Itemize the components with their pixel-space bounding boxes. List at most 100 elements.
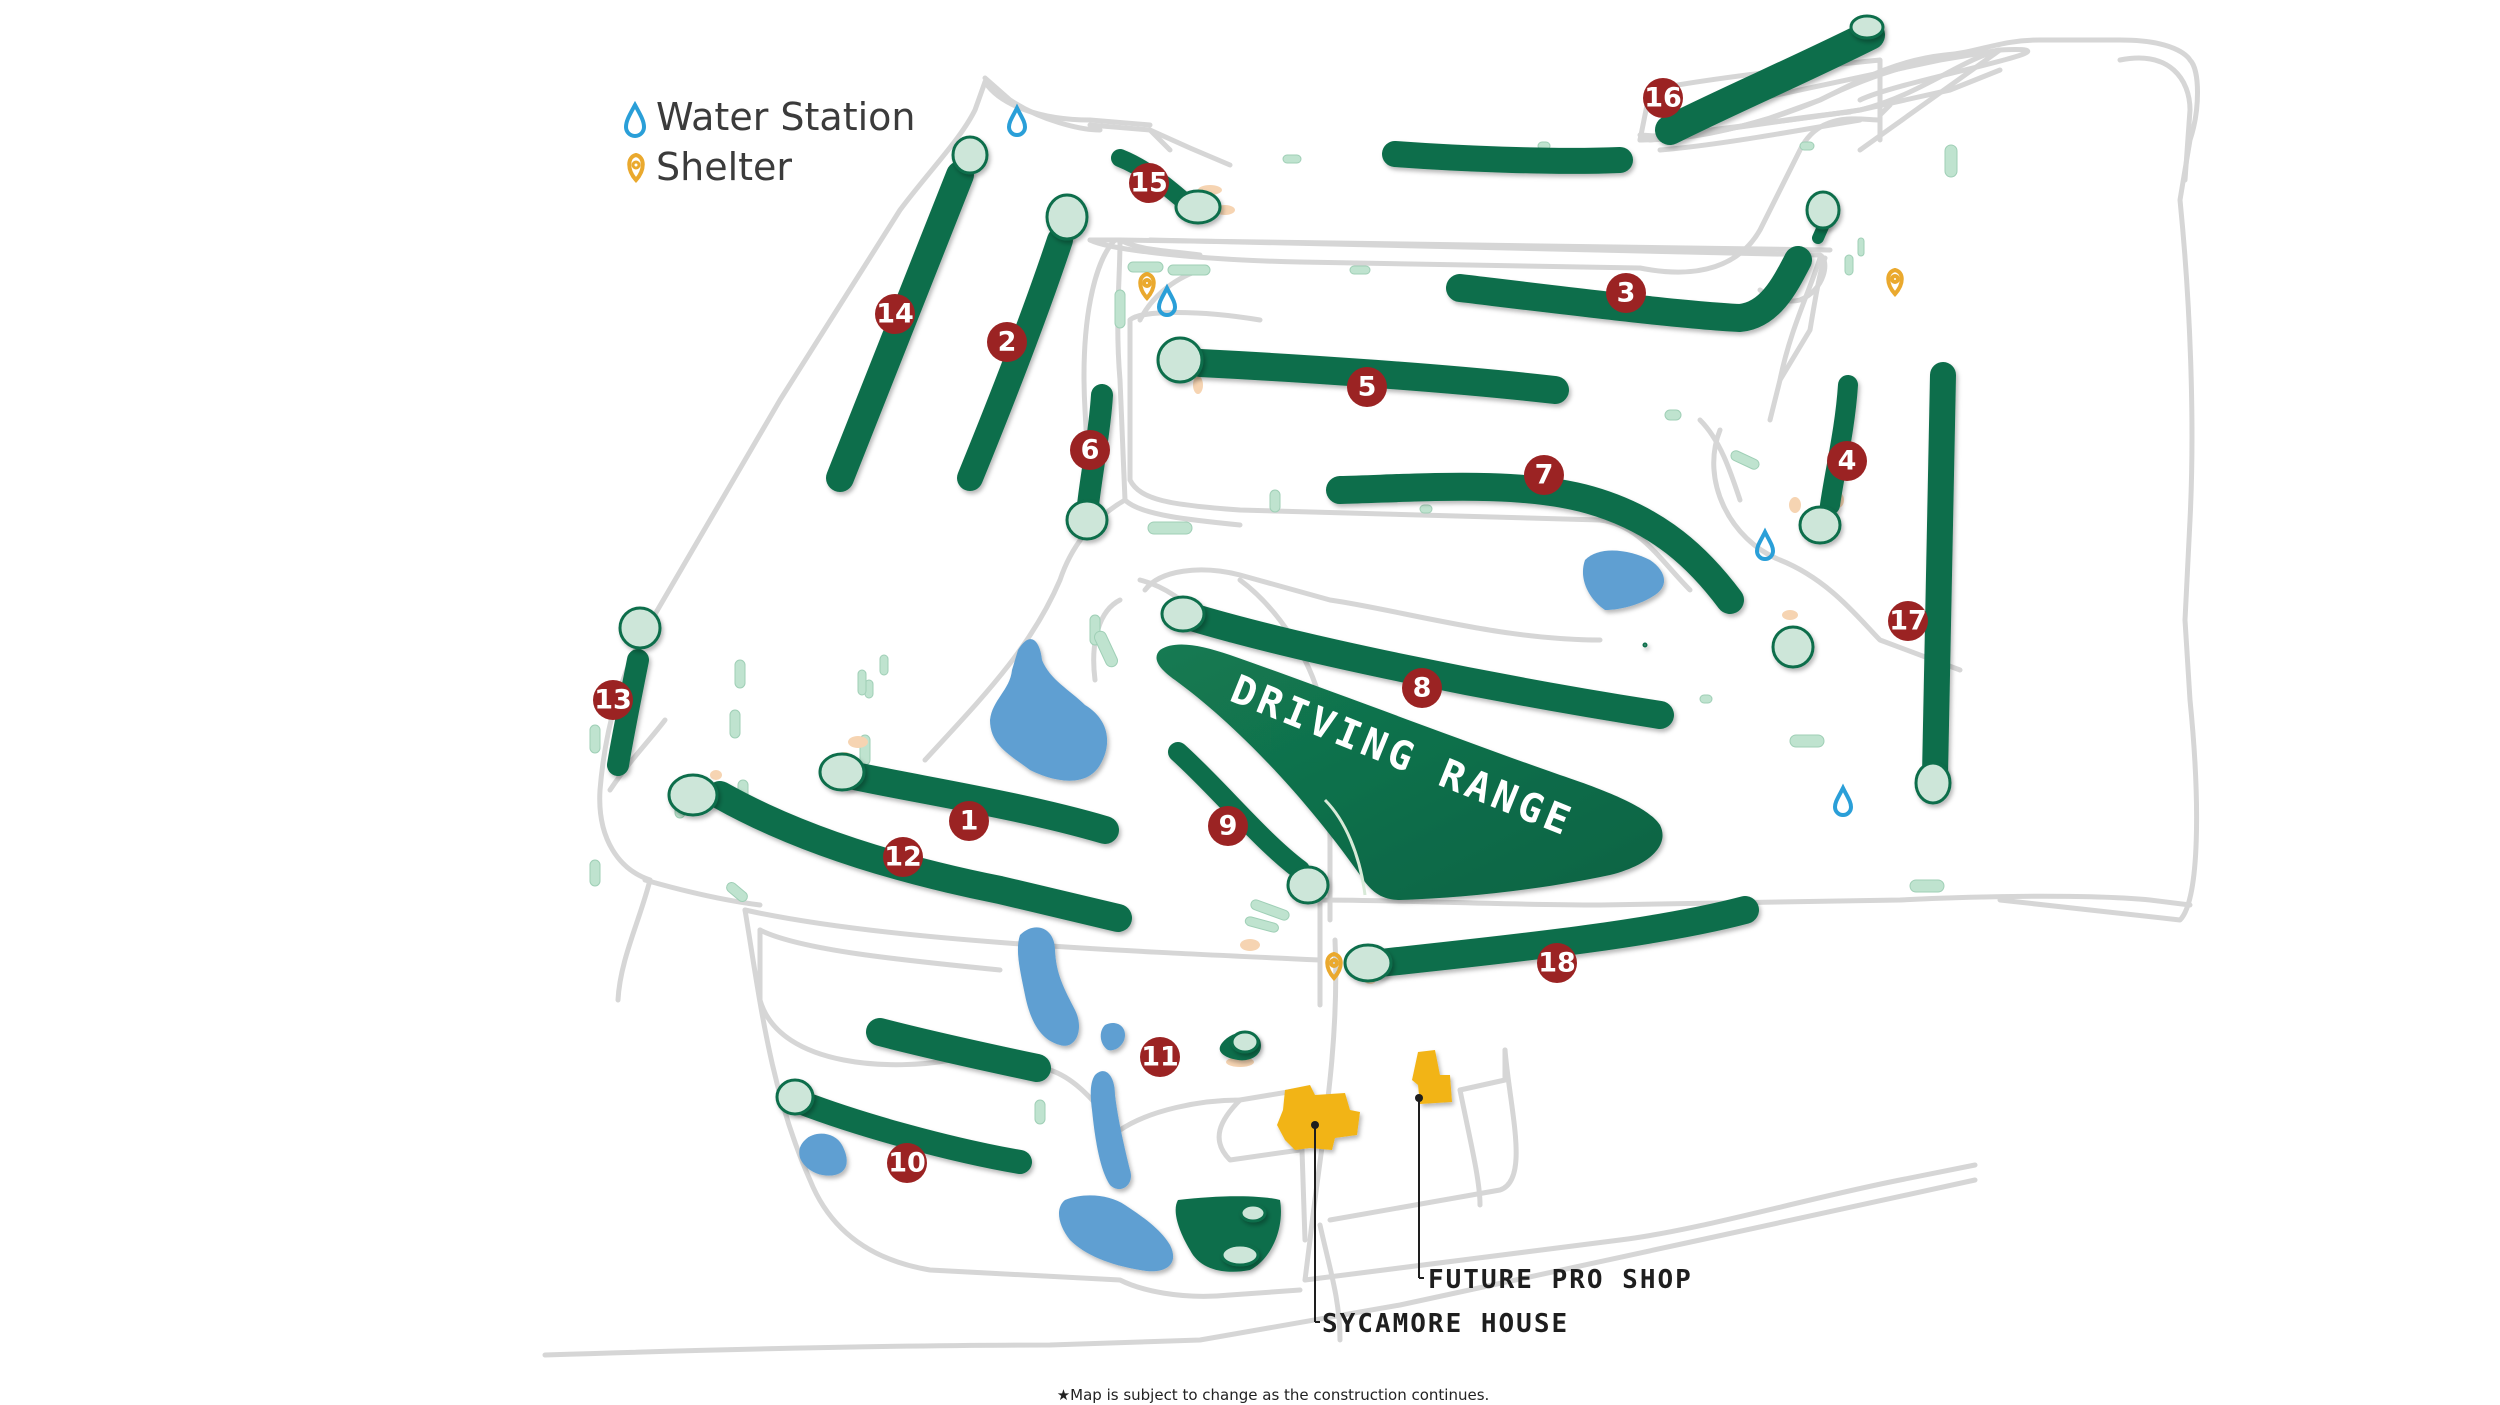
green-pond-side xyxy=(1642,642,1648,648)
svg-text:13: 13 xyxy=(594,685,632,716)
tee-box xyxy=(734,659,746,689)
fairway-1 xyxy=(836,761,1119,844)
svg-text:4: 4 xyxy=(1838,446,1857,477)
hole-marker-12[interactable]: 12 xyxy=(883,837,923,877)
fairway-12 xyxy=(706,781,1132,932)
green-12 xyxy=(667,773,719,817)
fairway-13 xyxy=(607,649,649,776)
location-pin-icon xyxy=(1138,271,1156,301)
green-11 xyxy=(1230,1030,1260,1054)
green-16 xyxy=(1849,14,1885,40)
svg-text:12: 12 xyxy=(884,842,922,873)
fairway-18 xyxy=(1366,896,1759,977)
fairways xyxy=(607,20,1956,1174)
svg-text:8: 8 xyxy=(1413,673,1432,704)
green-2 xyxy=(1045,193,1089,241)
green-5 xyxy=(1156,336,1204,384)
pond xyxy=(1090,1071,1131,1190)
tee-box xyxy=(1799,141,1815,151)
range-path xyxy=(1323,798,1367,896)
tee-box xyxy=(726,882,748,902)
extra-fairway-shapes xyxy=(1175,1032,1281,1272)
pro-shop-building xyxy=(1412,1050,1452,1104)
svg-text:14: 14 xyxy=(876,299,914,330)
legend-shelter: Shelter xyxy=(656,145,792,189)
legend-water-station: Water Station xyxy=(656,95,916,139)
driving-range-area xyxy=(1156,644,1663,900)
green-15 xyxy=(1174,189,1222,225)
tee-box xyxy=(1034,1099,1046,1125)
tee-box xyxy=(1664,409,1682,421)
location-pin-icon xyxy=(1325,951,1343,981)
buildings xyxy=(1277,1050,1452,1150)
pond xyxy=(1058,1195,1174,1272)
bunker xyxy=(1240,939,1260,951)
location-pin-icon xyxy=(627,152,645,183)
tee-box xyxy=(1147,521,1193,535)
fairway-11 xyxy=(866,1018,1051,1082)
svg-text:7: 7 xyxy=(1535,460,1554,491)
green-near-range xyxy=(1771,625,1815,669)
green-18 xyxy=(1343,943,1393,983)
green-3 xyxy=(1805,190,1841,230)
svg-text:2: 2 xyxy=(998,327,1017,358)
fairway-17 xyxy=(1922,362,1956,788)
putting-greens xyxy=(618,14,1952,1267)
water-drop-icon xyxy=(623,100,647,138)
bunker xyxy=(1193,376,1203,394)
hole-marker-13[interactable]: 13 xyxy=(593,680,633,720)
hole-marker-11[interactable]: 11 xyxy=(1140,1037,1180,1077)
hole-marker-6[interactable]: 6 xyxy=(1070,430,1110,470)
hole-marker-15[interactable]: 15 xyxy=(1129,163,1169,203)
svg-text:15: 15 xyxy=(1130,168,1168,199)
hole-marker-2[interactable]: 2 xyxy=(987,322,1027,362)
tee-box xyxy=(589,859,601,887)
water-drop-icon xyxy=(1754,527,1776,561)
hole-marker-14[interactable]: 14 xyxy=(875,294,915,334)
green-9 xyxy=(1286,865,1330,905)
fairway-10 xyxy=(788,1090,1032,1174)
shelters xyxy=(1138,267,1904,981)
fairway-7 xyxy=(1326,472,1744,614)
water-drop-icon xyxy=(1006,103,1028,137)
sycamore-house-label: SYCAMORE HOUSE xyxy=(1322,1309,1569,1339)
hole-marker-16[interactable]: 16 xyxy=(1643,78,1683,118)
location-pin-icon xyxy=(1886,267,1904,297)
hole-marker-4[interactable]: 4 xyxy=(1827,441,1867,481)
green-4 xyxy=(1798,505,1842,545)
tee-box xyxy=(1282,154,1302,164)
svg-text:16: 16 xyxy=(1644,83,1682,114)
svg-text:17: 17 xyxy=(1889,606,1927,637)
fairway-16 xyxy=(1655,20,1885,145)
hole-marker-10[interactable]: 10 xyxy=(887,1143,927,1183)
green-8 xyxy=(1160,595,1206,633)
water-stations xyxy=(1006,103,1854,817)
green-14 xyxy=(951,135,989,175)
pond xyxy=(990,639,1108,781)
tee-box xyxy=(1349,265,1371,275)
tee-box xyxy=(1114,289,1126,329)
tee-box xyxy=(589,724,601,754)
hole-marker-7[interactable]: 7 xyxy=(1524,455,1564,495)
green-6 xyxy=(1065,499,1109,541)
svg-text:11: 11 xyxy=(1141,1042,1179,1073)
hole-marker-5[interactable]: 5 xyxy=(1347,367,1387,407)
fairway-top xyxy=(1382,141,1633,174)
hole-marker-8[interactable]: 8 xyxy=(1402,668,1442,708)
tee-box xyxy=(1269,489,1281,513)
tee-box xyxy=(1244,916,1279,933)
hole-marker-18[interactable]: 18 xyxy=(1537,943,1577,983)
green-bottom-block-2 xyxy=(1220,1243,1260,1267)
hole-marker-17[interactable]: 17 xyxy=(1888,601,1928,641)
green-1 xyxy=(818,752,866,792)
hole-markers: 1 2 3 4 5 6 7 8 9 10 11 12 13 14 15 16 1… xyxy=(593,78,1928,1183)
hole-marker-1[interactable]: 1 xyxy=(949,801,989,841)
svg-text:18: 18 xyxy=(1538,948,1576,979)
hole-marker-3[interactable]: 3 xyxy=(1606,273,1646,313)
svg-text:10: 10 xyxy=(888,1148,926,1179)
tee-box xyxy=(1844,254,1854,276)
map-disclaimer: ★Map is subject to change as the constru… xyxy=(1057,1386,1490,1404)
hole-marker-9[interactable]: 9 xyxy=(1208,806,1248,846)
pond xyxy=(799,1133,847,1176)
